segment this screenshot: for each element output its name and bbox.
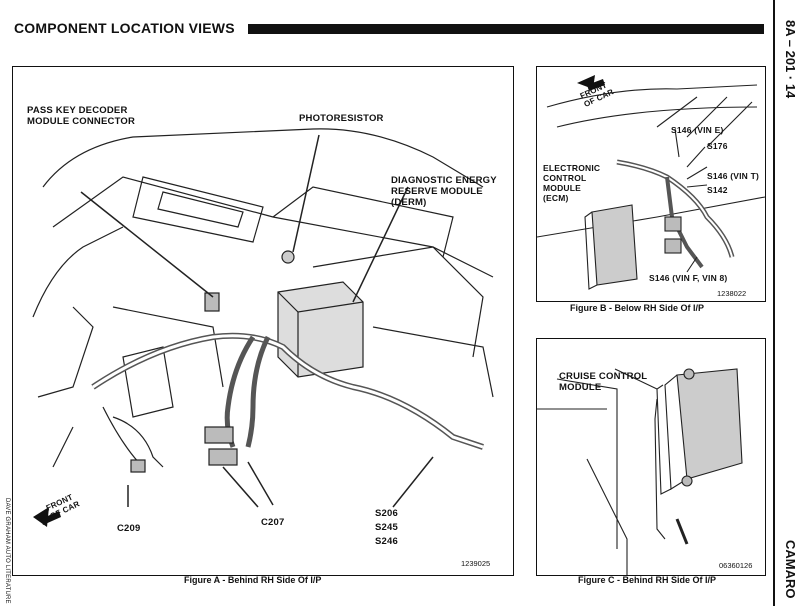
page-title: COMPONENT LOCATION VIEWS	[14, 20, 235, 36]
figure-c-caption: Figure C - Behind RH Side Of I/P	[578, 575, 717, 585]
splice-labels: S206 S245 S246	[375, 508, 398, 547]
figure-c-panel: CRUISE CONTROL MODULE 06360126	[536, 338, 766, 576]
page-number: 8A – 201 · 14	[783, 20, 798, 99]
figure-c-code: 06360126	[719, 561, 753, 570]
s146-vin-e-label: S146 (VIN E)	[671, 125, 724, 135]
c209-label: C209	[117, 523, 141, 534]
credit-text: DAVE GRAHAM AUTO LITERATURE	[4, 498, 10, 604]
photoresistor-label: PHOTORESISTOR	[299, 113, 384, 124]
ecm-label: ELECTRONIC CONTROL MODULE (ECM)	[543, 163, 601, 203]
figure-b-panel: FRONT OF CAR ELECTRONIC CONTROL MODULE (…	[536, 66, 766, 302]
s176-label: S176	[707, 141, 728, 151]
derm-label: DIAGNOSTIC ENERGY RESERVE MODULE (DERM)	[391, 175, 497, 208]
pass-key-decoder-label: PASS KEY DECODER MODULE CONNECTOR	[27, 105, 136, 127]
figure-a-caption: Figure A - Behind RH Side Of I/P	[184, 575, 322, 585]
figure-c-illustration	[537, 368, 743, 575]
title-rule	[248, 24, 764, 34]
s146-vin-f8-label: S146 (VIN F, VIN 8)	[649, 273, 728, 283]
figure-b-caption: Figure B - Below RH Side Of I/P	[570, 303, 705, 313]
cruise-control-label: CRUISE CONTROL MODULE	[559, 371, 648, 393]
s142-label: S142	[707, 185, 728, 195]
figure-a-panel: PASS KEY DECODER MODULE CONNECTOR PHOTOR…	[12, 66, 514, 576]
figure-a-code: 1239025	[461, 559, 491, 568]
c207-label: C207	[261, 517, 285, 528]
s146-vin-t-label: S146 (VIN T)	[707, 171, 759, 181]
side-rule	[773, 0, 775, 606]
figure-b-illustration	[537, 75, 765, 290]
figure-a-illustration	[32, 128, 494, 527]
figure-b-code: 1238022	[717, 289, 747, 298]
model-name: CAMARO	[783, 540, 798, 599]
